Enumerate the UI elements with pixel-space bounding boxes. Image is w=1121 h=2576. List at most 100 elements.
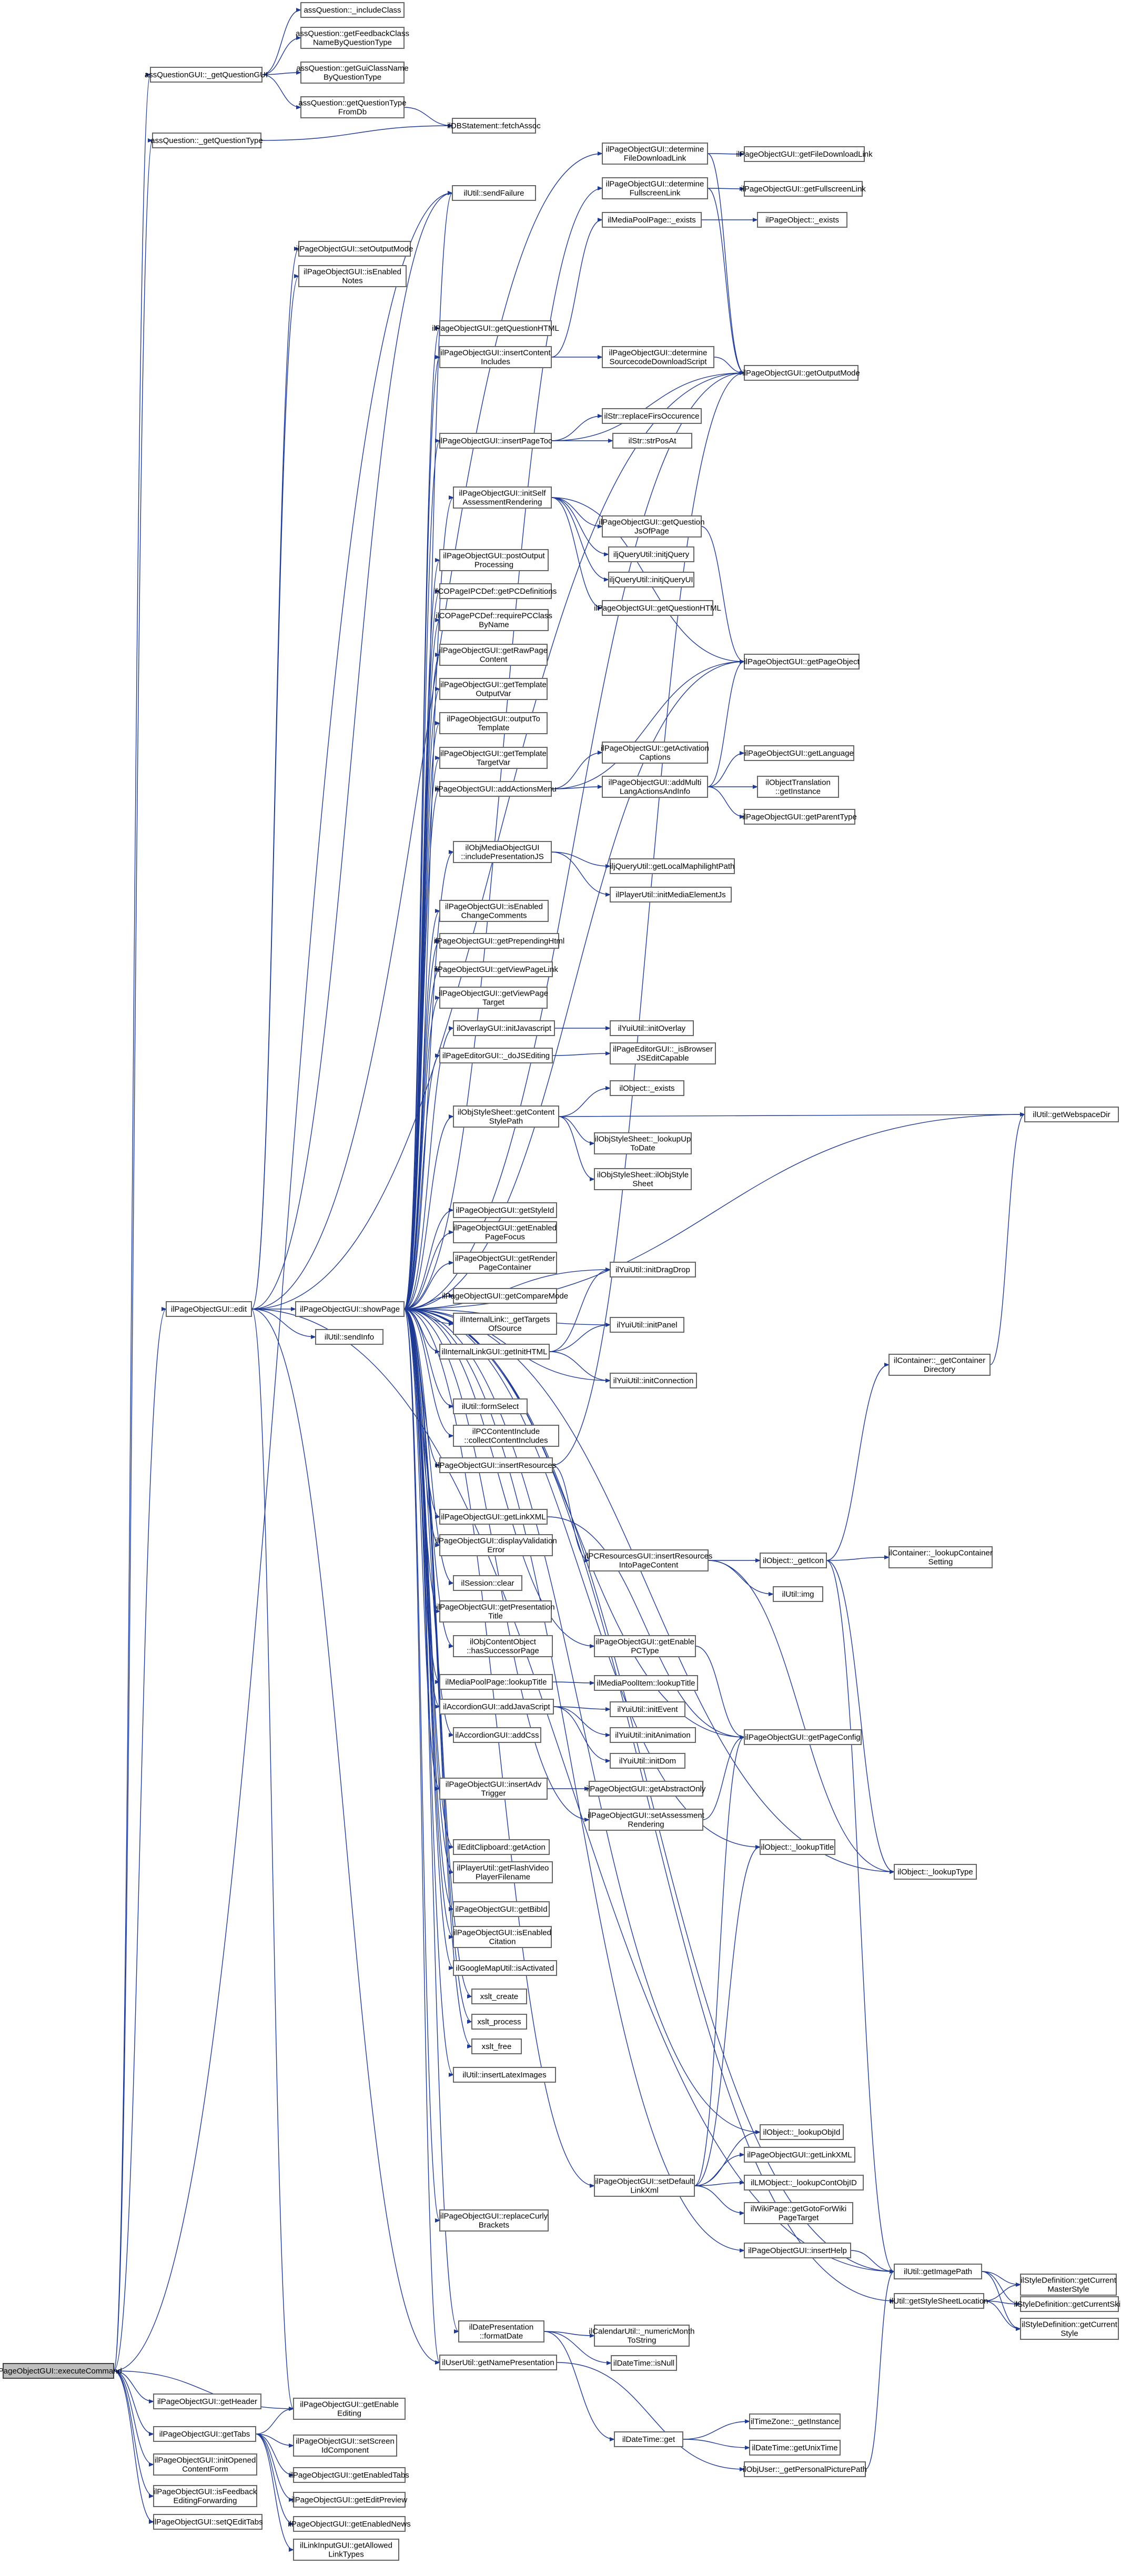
graph-node[interactable]: ilPCContentInclude::collectContentInclud… (453, 1425, 559, 1447)
graph-node[interactable]: ilPageEditorGUI::_doJSEditing (439, 1048, 553, 1063)
graph-node[interactable]: xslt_free (471, 2039, 522, 2054)
graph-node[interactable]: ilUtil::sendInfo (315, 1329, 383, 1345)
graph-node[interactable]: ilYuiUtil::initOverlay (610, 1020, 694, 1036)
graph-node[interactable]: ilUtil::getImagePath (894, 2264, 982, 2279)
graph-node[interactable]: ilUserUtil::getNamePresentation (439, 2355, 557, 2370)
graph-node[interactable]: ilPageObjectGUI::getQuestionHTML (432, 320, 559, 336)
graph-node[interactable]: ilObject::_getIcon (760, 1553, 827, 1568)
graph-node[interactable]: ilYuiUtil::initDragDrop (610, 1262, 696, 1277)
graph-node[interactable]: ilStr::replaceFirsOccurence (602, 408, 702, 424)
graph-node[interactable]: ilPageObjectGUI::getTabs (153, 2426, 256, 2442)
graph-node[interactable]: ilPageObjectGUI::getLanguage (744, 745, 854, 761)
graph-node[interactable]: xslt_process (471, 2014, 527, 2030)
graph-node[interactable]: ilPageObjectGUI::setOutputMode (296, 241, 413, 257)
graph-node[interactable]: ilPageObject::_exists (757, 212, 847, 228)
graph-node[interactable]: ilPageObjectGUI::initSelfAssessmentRende… (453, 486, 552, 509)
graph-node[interactable]: ilPlayerUtil::initMediaElementJs (610, 887, 732, 902)
graph-node[interactable]: ilPageObjectGUI::addActionsMenu (435, 781, 557, 797)
graph-node[interactable]: ilUtil::insertLatexImages (453, 2067, 556, 2083)
graph-node[interactable]: ilMediaPoolPage::_exists (602, 212, 702, 228)
graph-node[interactable]: ilInternalLinkGUI::getInitHTML (439, 1344, 550, 1360)
graph-node[interactable]: ilOverlayGUI::initJavascript (453, 1020, 555, 1036)
graph-node[interactable]: ilPageObjectGUI::getEnabledNews (288, 2516, 411, 2532)
graph-node[interactable]: ilObjStyleSheet::ilObjStyleSheet (594, 1168, 692, 1190)
graph-node[interactable]: ilYuiUtil::initAnimation (610, 1727, 696, 1743)
graph-node[interactable]: ilLMObject::_lookupContObjID (744, 2175, 864, 2190)
graph-node[interactable]: ilObjMediaObjectGUI::includePresentation… (453, 841, 552, 863)
graph-node[interactable]: ilPageObjectGUI::getStyleId (453, 1202, 557, 1218)
graph-node[interactable]: ilPCResourcesGUI::insertResourcesIntoPag… (585, 1549, 713, 1571)
graph-node[interactable]: iljQueryUtil::getLocalMaphilightPath (610, 858, 735, 874)
graph-node[interactable]: assQuestion::getGuiClassNameByQuestionTy… (296, 62, 409, 84)
graph-node[interactable]: ilStyleDefinition::getCurrentSkin (1014, 2296, 1121, 2312)
graph-node[interactable]: ilPageObjectGUI::insertHelp (744, 2243, 851, 2258)
graph-node[interactable]: ilPageObjectGUI::setQEditTabs (153, 2514, 263, 2530)
graph-node[interactable]: ilAccordionGUI::addCss (453, 1727, 541, 1743)
graph-node[interactable]: ilObjContentObject::hasSuccessorPage (453, 1635, 553, 1657)
graph-node[interactable]: ilPageObjectGUI::getLinkXML (744, 2147, 855, 2163)
graph-node[interactable]: ilPageObjectGUI::determineFileDownloadLi… (602, 143, 708, 165)
graph-node[interactable]: ilCOPageIPCDef::getPCDefinitions (435, 583, 557, 599)
graph-node[interactable]: ilObjUser::_getPersonalPicturePath (743, 2461, 867, 2477)
graph-node[interactable]: ilPageObjectGUI::getPageObject (744, 654, 860, 670)
graph-node[interactable]: ilYuiUtil::initConnection (610, 1373, 697, 1388)
graph-node[interactable]: ilPageObjectGUI::insertPageToc (439, 433, 552, 449)
graph-node[interactable]: ilPageObjectGUI::determineSourcecodeDown… (602, 346, 714, 368)
graph-node[interactable]: ilPageObjectGUI::edit (166, 1301, 252, 1317)
graph-node[interactable]: ilObject::_lookupObjId (760, 2124, 844, 2140)
graph-node[interactable]: ilPageObjectGUI::insertResources (436, 1457, 556, 1473)
graph-node[interactable]: ilStr::strPosAt (612, 433, 692, 449)
graph-node[interactable]: ilAccordionGUI::addJavaScript (439, 1699, 554, 1715)
graph-node[interactable]: ilPageObjectGUI::getEnabledTabs (289, 2467, 409, 2483)
graph-node[interactable]: ilTimeZone::_getInstance (749, 2413, 841, 2429)
graph-node[interactable]: ilObject::_exists (610, 1080, 684, 1096)
root-node[interactable]: ilPageObjectGUI::executeCommand (0, 2363, 122, 2379)
graph-node[interactable]: ilDateTime::isNull (611, 2355, 677, 2371)
graph-node[interactable]: ilDBStatement::fetchAssoc (447, 118, 541, 134)
graph-node[interactable]: ilPageObjectGUI::getOutputMode (742, 365, 860, 381)
graph-node[interactable]: ilPageObjectGUI::getLinkXML (439, 1509, 548, 1525)
graph-node[interactable]: ilDateTime::get (614, 2431, 683, 2447)
graph-node[interactable]: ilPageObjectGUI::getViewPageLink (434, 961, 558, 977)
graph-node[interactable]: ilObjectTranslation::getInstance (757, 776, 839, 798)
graph-node[interactable]: ilUtil::getWebspaceDir (1024, 1107, 1119, 1122)
graph-node[interactable]: ilPageObjectGUI::getFileDownloadLink (736, 146, 873, 162)
graph-node[interactable]: assQuestion::getFeedbackClassNameByQuest… (296, 27, 409, 49)
graph-node[interactable]: ilMediaPoolPage::lookupTitle (439, 1674, 553, 1690)
graph-node[interactable]: ilYuiUtil::initPanel (610, 1317, 684, 1333)
graph-node[interactable]: ilUtil::getStyleSheetLocation (890, 2293, 988, 2309)
graph-node[interactable]: ilDateTime::getUnixTime (749, 2440, 841, 2456)
graph-node[interactable]: ilObject::_lookupTitle (760, 1839, 835, 1855)
graph-node[interactable]: ilPageObjectGUI::getEditPreview (291, 2492, 407, 2508)
graph-node[interactable]: ilPageObjectGUI::getAbstractOnly (587, 1781, 706, 1797)
